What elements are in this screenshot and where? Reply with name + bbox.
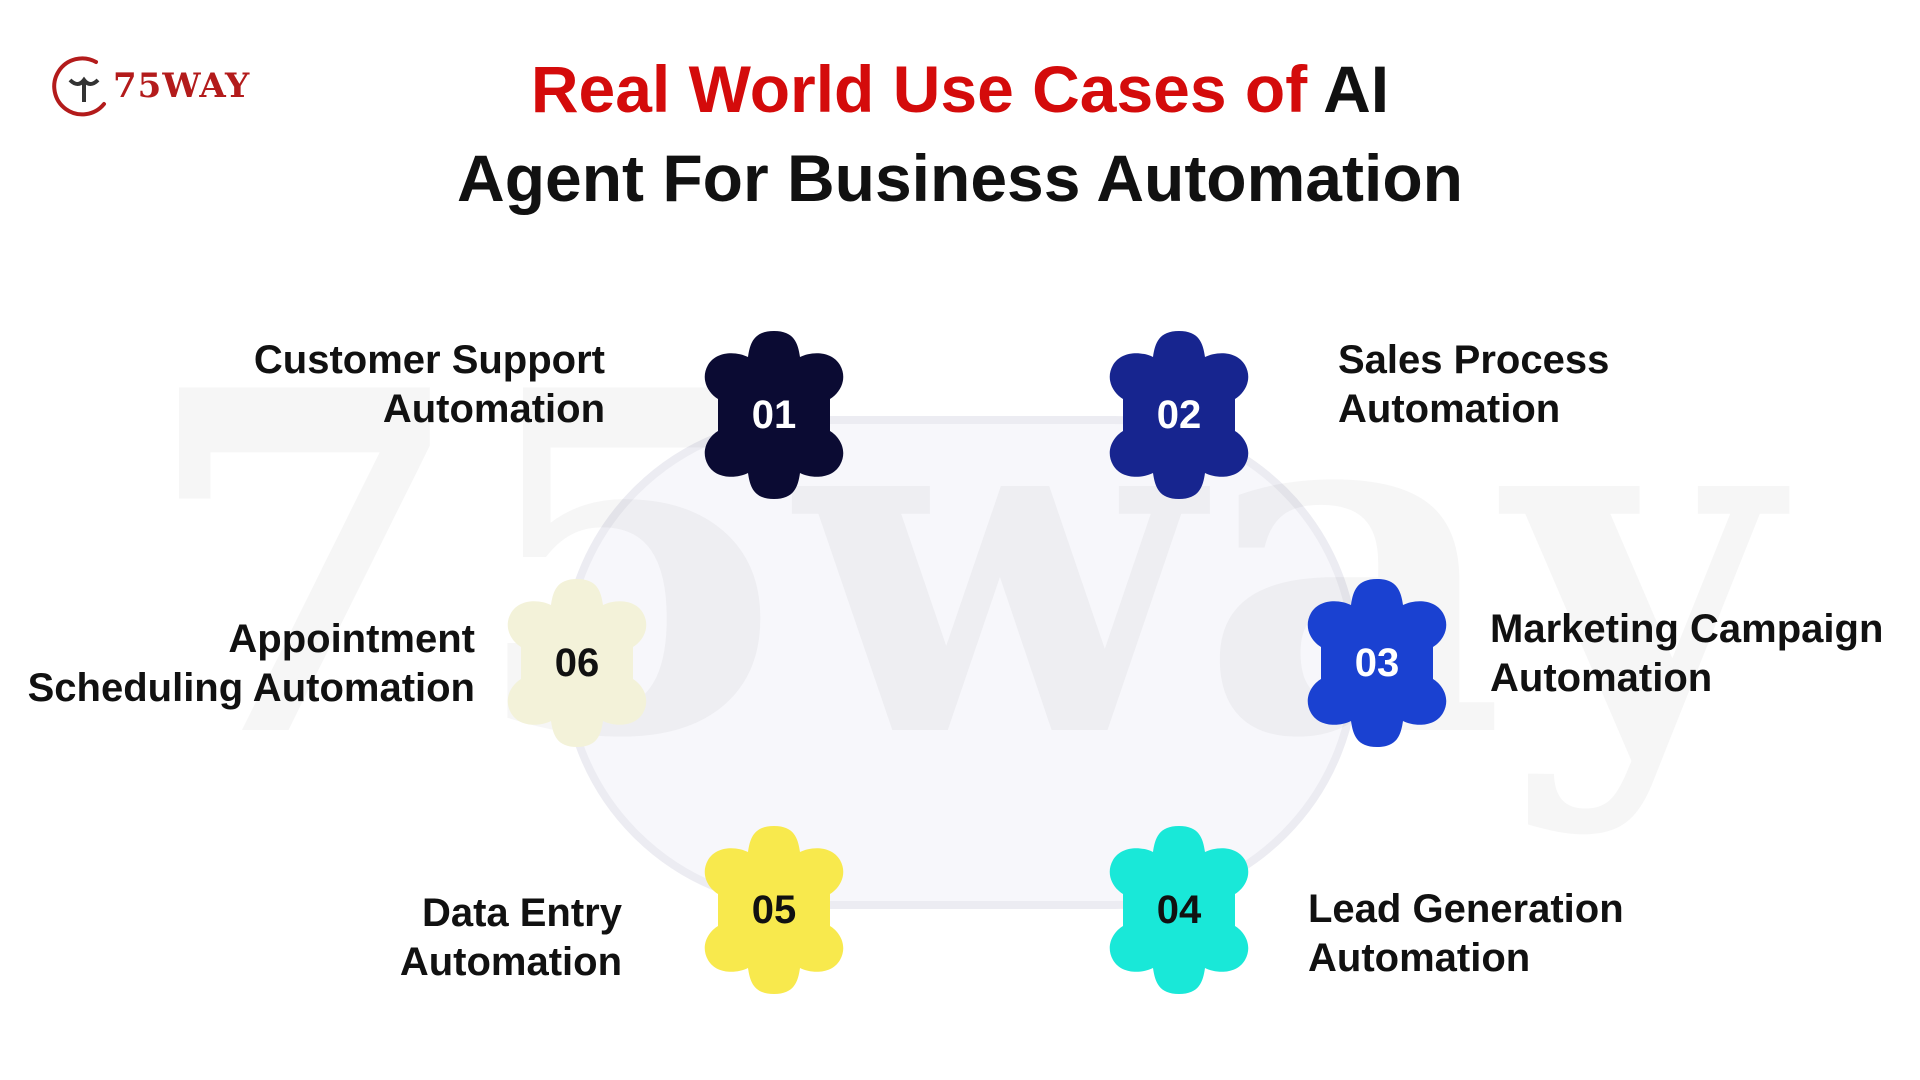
page-title-line-2: Agent For Business Automation — [457, 141, 1463, 215]
gear-03: 03 — [1293, 573, 1461, 753]
logo-text: 75WAY — [113, 66, 251, 106]
gear-01: 01 — [690, 325, 858, 505]
brand-logo: 75WAY — [48, 50, 258, 122]
gear-06: 06 — [493, 573, 661, 753]
gear-05: 05 — [690, 820, 858, 1000]
gear-number: 01 — [751, 392, 797, 437]
use-case-label-04: Lead Generation Automation — [1308, 887, 1624, 980]
gear-number: 06 — [554, 640, 600, 685]
use-case-label-01: Customer Support Automation — [253, 338, 605, 431]
use-case-label-05: Data Entry Automation — [399, 891, 622, 984]
page-title-line-1: Real World Use Cases of AI — [0, 44, 1920, 134]
gear-number: 05 — [751, 887, 797, 932]
gear-number: 04 — [1156, 887, 1202, 932]
title-red-part: Real World Use Cases of — [530, 52, 1324, 126]
title-black-part: AI — [1323, 52, 1390, 126]
use-case-label-02: Sales Process Automation — [1338, 338, 1610, 431]
gear-02: 02 — [1095, 325, 1263, 505]
logo-emblem-icon — [52, 56, 106, 117]
use-case-label-06: Appointment Scheduling Automation — [27, 617, 475, 710]
gear-04: 04 — [1095, 820, 1263, 1000]
gear-number: 03 — [1354, 640, 1400, 685]
use-case-label-03: Marketing Campaign Automation — [1490, 607, 1884, 700]
gear-number: 02 — [1156, 392, 1202, 437]
